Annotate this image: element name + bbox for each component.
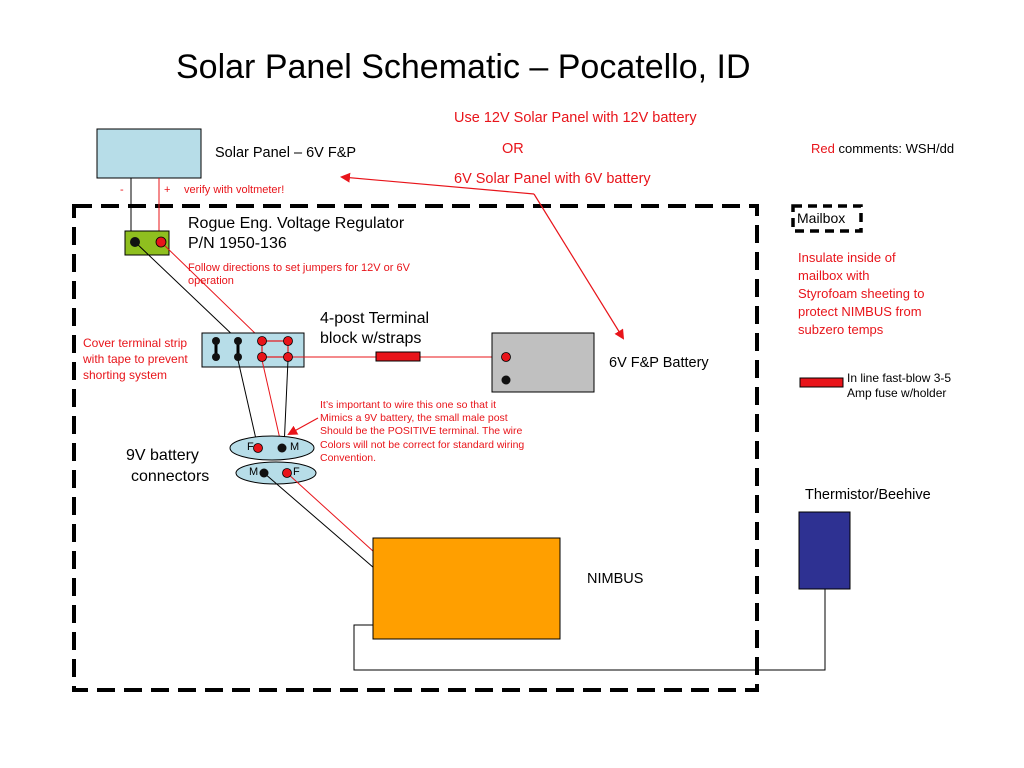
mailbox-note-line: Styrofoam sheeting to xyxy=(798,286,925,301)
arrow-to-connector xyxy=(287,417,319,435)
regulator-label-1: Rogue Eng. Voltage Regulator xyxy=(188,215,405,232)
connector-top-f-label: F xyxy=(247,441,254,453)
wire-terminal-to-connector-top-m xyxy=(261,359,283,449)
wire-reg-neg-to-terminal xyxy=(134,241,239,341)
thermistor xyxy=(798,511,851,590)
arrow-to-battery xyxy=(533,193,625,340)
connector-bottom-m-label: M xyxy=(249,466,259,478)
wire-connector-to-nimbus-black xyxy=(263,472,375,569)
terminal-post-2-top xyxy=(234,337,242,345)
verify-note: verify with voltmeter! xyxy=(184,184,285,196)
fuse-legend-symbol xyxy=(799,377,844,388)
comments-red-word: Red xyxy=(811,141,835,156)
cover-note-line: with tape to prevent xyxy=(83,352,188,366)
regulator-note-2: operation xyxy=(188,275,234,287)
connector-bottom-f-post xyxy=(282,468,292,478)
terminal-post-3-bottom xyxy=(257,352,267,362)
comments-rest: comments: WSH/dd xyxy=(834,141,955,156)
arrow-to-solar-panel xyxy=(340,172,535,195)
terminal-post-4-bottom xyxy=(283,352,293,362)
wire-note-line: Colors will not be correct for standard … xyxy=(320,438,525,451)
connector-bottom-f-label: F xyxy=(293,466,300,478)
cover-note: Cover terminal strip with tape to preven… xyxy=(83,335,188,383)
fuse-legend-text: In line fast-blow 3-5 Amp fuse w/holder xyxy=(847,371,951,401)
terminal-label-2: block w/straps xyxy=(320,330,422,347)
enclosure-dashed-border xyxy=(72,204,759,692)
wire-strap-to-connector xyxy=(283,359,289,449)
mailbox-legend-box xyxy=(791,204,863,233)
terminal-post-1-bottom xyxy=(212,353,220,361)
solar-panel xyxy=(96,128,202,179)
connectors-label-2: connectors xyxy=(131,468,210,485)
nimbus-logger xyxy=(372,537,561,640)
mailbox-note-line: subzero temps xyxy=(798,322,884,337)
wire-thermistor-to-nimbus xyxy=(353,589,826,671)
cover-note-line: Cover terminal strip xyxy=(83,336,188,350)
connector-bottom xyxy=(235,461,317,485)
connector-top-m-post xyxy=(277,443,287,453)
comments-legend: Red comments: WSH/dd xyxy=(811,141,955,157)
wire-terminal-to-connector-top-f xyxy=(237,359,259,449)
connector-top xyxy=(229,435,315,461)
connector-top-m-label: M xyxy=(290,441,300,453)
regulator-terminal-pos xyxy=(155,236,167,248)
mailbox-note-line: protect NIMBUS from xyxy=(798,304,922,319)
thermistor-label: Thermistor/Beehive xyxy=(805,487,931,503)
fuse-legend-line: In line fast-blow 3-5 xyxy=(847,371,952,385)
mailbox-note-line: mailbox with xyxy=(798,268,870,283)
nimbus-label: NIMBUS xyxy=(587,571,644,587)
fuse-legend-line: Amp fuse w/holder xyxy=(847,386,947,400)
battery-label: 6V F&P Battery xyxy=(609,355,709,371)
connectors-label-1: 9V battery xyxy=(126,447,199,464)
terminal-strap-red xyxy=(261,340,289,358)
wire-note-line: Should be the POSITIVE terminal. The wir… xyxy=(320,425,523,438)
regulator-note-1: Follow directions to set jumpers for 12V… xyxy=(188,262,410,274)
mailbox-note: Insulate inside of mailbox with Styrofoa… xyxy=(798,249,924,339)
wire-reg-pos-to-terminal xyxy=(160,241,263,341)
terminal-post-3-top xyxy=(257,336,267,346)
terminal-label-1: 4-post Terminal xyxy=(320,310,430,327)
terminal-post-4-top xyxy=(283,336,293,346)
solar-panel-label: Solar Panel – 6V F&P xyxy=(215,145,357,161)
terminal-post-1-top xyxy=(212,337,220,345)
wire-connector-to-nimbus-red xyxy=(286,472,375,553)
mailbox-label: Mailbox xyxy=(797,210,846,226)
note-or: OR xyxy=(502,141,524,157)
wire-note-line: It’s important to wire this one so that … xyxy=(320,399,497,411)
connector-top-f-post xyxy=(253,443,263,453)
note-6v: 6V Solar Panel with 6V battery xyxy=(454,171,651,187)
wire-note-line: Mimics a 9V battery, the small male post xyxy=(320,412,508,425)
wire-note-line: Convention. xyxy=(320,451,377,464)
note-12v: Use 12V Solar Panel with 12V battery xyxy=(454,110,697,126)
regulator-terminal-neg xyxy=(130,237,140,247)
connector-bottom-m-post xyxy=(259,468,269,478)
battery-terminal-pos xyxy=(501,352,511,362)
inline-fuse xyxy=(375,351,421,362)
cover-note-line: shorting system xyxy=(83,368,168,382)
terminal-post-2-bottom xyxy=(234,353,242,361)
battery-terminal-neg xyxy=(501,375,511,385)
panel-minus-label: - xyxy=(120,184,124,196)
page-title: Solar Panel Schematic – Pocatello, ID xyxy=(176,48,751,86)
mailbox-note-line: Insulate inside of xyxy=(798,250,896,265)
regulator-label-2: P/N 1950-136 xyxy=(188,235,287,252)
panel-plus-label: + xyxy=(164,184,171,196)
wire-note: It’s important to wire this one so that … xyxy=(320,399,524,465)
